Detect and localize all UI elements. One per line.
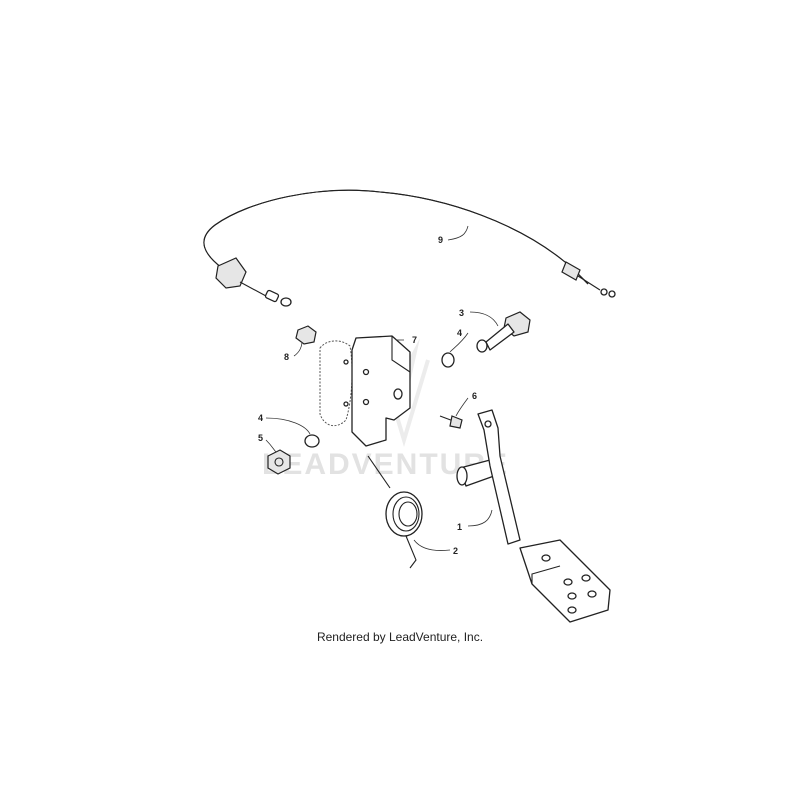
torsion-spring [367, 455, 423, 569]
washer-lower [304, 434, 320, 448]
nut-lower [267, 449, 291, 475]
pivot-bolt [476, 311, 531, 353]
leader-line-3 [469, 311, 499, 327]
nut-upper [295, 325, 317, 345]
washer-upper [441, 352, 455, 368]
callout-9: 9 [438, 235, 443, 245]
mounting-bracket [319, 335, 411, 447]
callout-3: 3 [459, 308, 464, 318]
callout-2: 2 [453, 546, 458, 556]
callout-6: 6 [472, 391, 477, 401]
leader-line-2 [413, 539, 451, 551]
leader-line-6 [455, 397, 469, 417]
callout-4-lower: 4 [258, 413, 263, 423]
callout-4-upper: 4 [457, 328, 462, 338]
caption: Rendered by LeadVenture, Inc. [316, 630, 484, 644]
throttle-cable [203, 189, 616, 307]
leader-line-5 [265, 439, 277, 453]
leader-line-8 [293, 341, 303, 357]
leader-line-4-lower [265, 417, 311, 435]
leader-line-1 [467, 509, 493, 527]
leader-line-9 [447, 225, 469, 241]
callout-1: 1 [457, 522, 462, 532]
screw [439, 415, 463, 429]
leader-line-4-upper [449, 332, 469, 353]
callout-7: 7 [412, 335, 417, 345]
callout-5: 5 [258, 433, 263, 443]
callout-8: 8 [284, 352, 289, 362]
throttle-pedal [456, 409, 611, 623]
